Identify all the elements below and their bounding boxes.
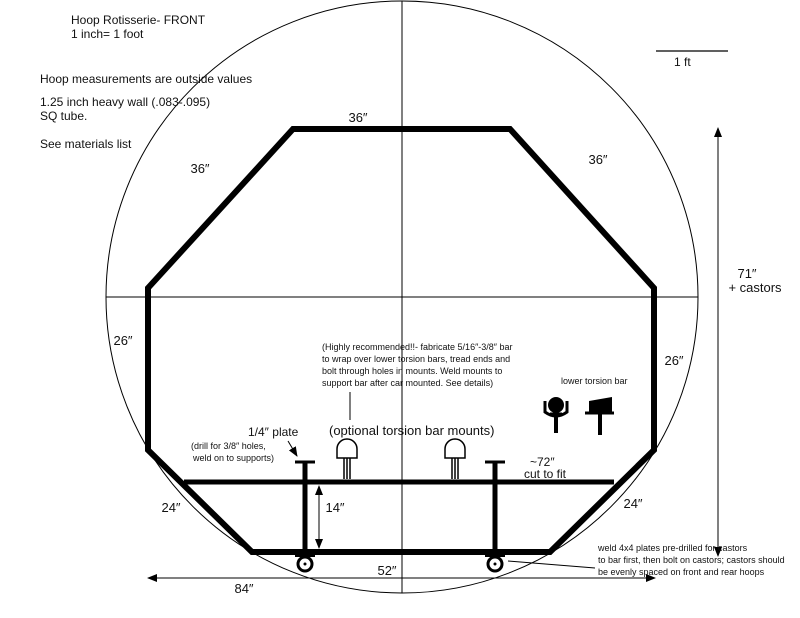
cut-to-fit-label: cut to fit <box>524 467 567 481</box>
lower-torsion-bar-label: lower torsion bar <box>561 376 628 386</box>
recommend-note-line-4: support bar after car mounted. See detai… <box>322 378 494 388</box>
recommend-note-line-2: to wrap over lower torsion bars, tread e… <box>322 354 511 364</box>
note-outside-values: Hoop measurements are outside values <box>40 72 253 86</box>
optional-mounts-label: (optional torsion bar mounts) <box>329 423 495 438</box>
plate-label: 1/4″ plate <box>248 425 299 439</box>
dim-bottom: 52″ <box>377 563 397 578</box>
weld-note-line-3: be evenly spaced on front and rear hoops <box>598 567 765 577</box>
note-tube-spec: 1.25 inch heavy wall (.083-.095) <box>40 95 211 109</box>
left-castor <box>295 552 315 573</box>
octagon-frame <box>145 126 657 555</box>
scale-bar-label: 1 ft <box>674 55 691 69</box>
dim-lower-right: 24″ <box>623 496 643 511</box>
drill-note-line-2: weld on to supports) <box>193 453 275 463</box>
dim-overall-width: 84″ <box>234 581 254 596</box>
torsion-detail-round <box>543 397 569 433</box>
dim-height-castors: + castors <box>728 280 782 295</box>
dim-post-height: 14″ <box>325 500 345 515</box>
dim-right-side: 26″ <box>664 353 684 368</box>
drill-note-line-1: (drill for 3/8″ holes, <box>191 441 266 451</box>
dim-lower-left: 24″ <box>161 500 181 515</box>
dim-left-side: 26″ <box>113 333 133 348</box>
note-tube-spec-2: SQ tube. <box>40 109 88 123</box>
weld-note-line-1: weld 4x4 plates pre-drilled for castors <box>598 543 748 553</box>
weld-note-line-2: to bar first, then bolt on castors; cast… <box>598 555 785 565</box>
dim-upper-left: 36″ <box>190 161 210 176</box>
dim-top: 36″ <box>348 110 368 125</box>
torsion-mount-right <box>444 438 466 479</box>
torsion-mount-left <box>336 438 358 479</box>
note-materials: See materials list <box>40 137 132 151</box>
torsion-detail-flat <box>585 397 614 435</box>
recommend-note-line-3: bolt through holes in mounts. Weld mount… <box>322 366 503 376</box>
cut-length-label: ~72″ <box>530 455 555 469</box>
dim-height: 71″ <box>737 266 757 281</box>
dim-upper-right: 36″ <box>588 152 608 167</box>
plate-leader <box>287 440 298 457</box>
drawing-title: Hoop Rotisserie- FRONT <box>71 13 206 27</box>
drawing-scale: 1 inch= 1 foot <box>71 27 144 41</box>
weld-leader <box>507 560 596 569</box>
right-castor <box>485 552 505 573</box>
recommend-note-line-1: (Highly recommended!!- fabricate 5/16″-3… <box>322 342 513 352</box>
